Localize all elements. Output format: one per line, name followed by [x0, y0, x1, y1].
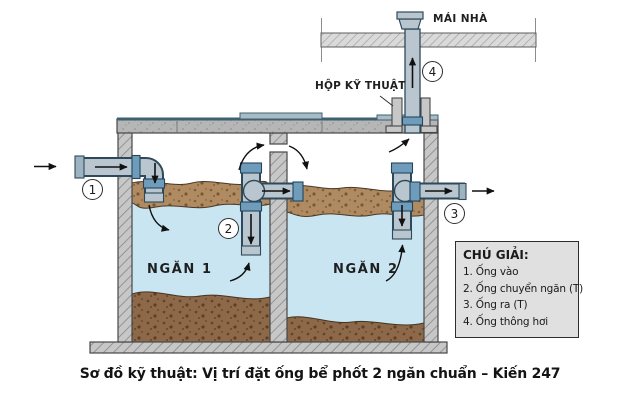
- outlet-bottom-tip: [391, 229, 413, 240]
- callout-vent: 4: [422, 61, 443, 82]
- gas-arrow-over-divider-right: [288, 145, 309, 170]
- chamber2-label: NGĂN 2: [333, 262, 399, 277]
- chamber1-label: NGĂN 1: [147, 262, 213, 277]
- diagram-caption: Sơ đồ kỹ thuật: Vị trí đặt ống bể phốt 2…: [79, 366, 561, 382]
- divider-wall: [269, 151, 288, 343]
- callout-outlet: 3: [444, 203, 465, 224]
- legend-item-transfer: 2. Ống chuyển ngăn (T): [463, 282, 583, 295]
- flow-arrow-chamber1-up: [229, 262, 251, 282]
- inlet-drop-tip: [143, 192, 165, 203]
- gas-arrow-to-vent: [388, 138, 410, 153]
- transfer-bottom-tip: [240, 245, 262, 256]
- transfer-top-cap: [239, 162, 263, 174]
- transfer-branch-band: [292, 181, 304, 202]
- technical-box-label: HỘP KỸ THUẬT: [315, 80, 406, 92]
- tank-floor-slab: [89, 341, 448, 354]
- callout-inlet: 1: [82, 179, 103, 200]
- outlet-end-band: [458, 182, 467, 201]
- roof-label: MÁI NHÀ: [433, 13, 488, 25]
- flow-arrow-into-chamber1: [148, 204, 170, 232]
- tank-structure: [89, 118, 448, 354]
- legend-item-vent: 4. Ống thông hơi: [463, 315, 548, 328]
- sludge-layer-chamber1: [131, 291, 271, 343]
- vent-cap-top: [396, 11, 424, 20]
- sludge-layer-chamber2: [286, 316, 425, 343]
- divider-wall-stub: [269, 132, 288, 145]
- roof-slab: [320, 18, 537, 62]
- transfer-mid-collar: [239, 201, 263, 212]
- outlet-branch-collar: [409, 181, 421, 202]
- technical-box: [385, 97, 438, 134]
- gas-arrow-over-divider-left: [238, 142, 265, 171]
- tank-right-wall: [423, 132, 439, 343]
- outlet-top-cap: [390, 162, 414, 174]
- legend-title: CHÚ GIẢI:: [463, 248, 529, 262]
- callout-transfer: 2: [218, 218, 239, 239]
- legend-item-inlet: 1. Ống vào: [463, 266, 519, 278]
- vent-collar: [401, 116, 424, 126]
- legend-box: CHÚ GIẢI: 1. Ống vào 2. Ống chuyển ngăn …: [455, 241, 583, 338]
- technical-box-leader-line: [379, 95, 394, 107]
- inlet-elbow-collar: [131, 154, 141, 180]
- flow-arrows: [34, 57, 495, 282]
- inlet-end-band: [74, 155, 85, 179]
- transfer-tee-joint: [242, 179, 266, 203]
- vent-cap: [398, 18, 422, 30]
- legend-item-outlet: 3. Ống ra (T): [463, 299, 528, 311]
- flow-arrow-chamber2-up: [385, 244, 406, 282]
- inlet-drop-collar: [142, 178, 166, 189]
